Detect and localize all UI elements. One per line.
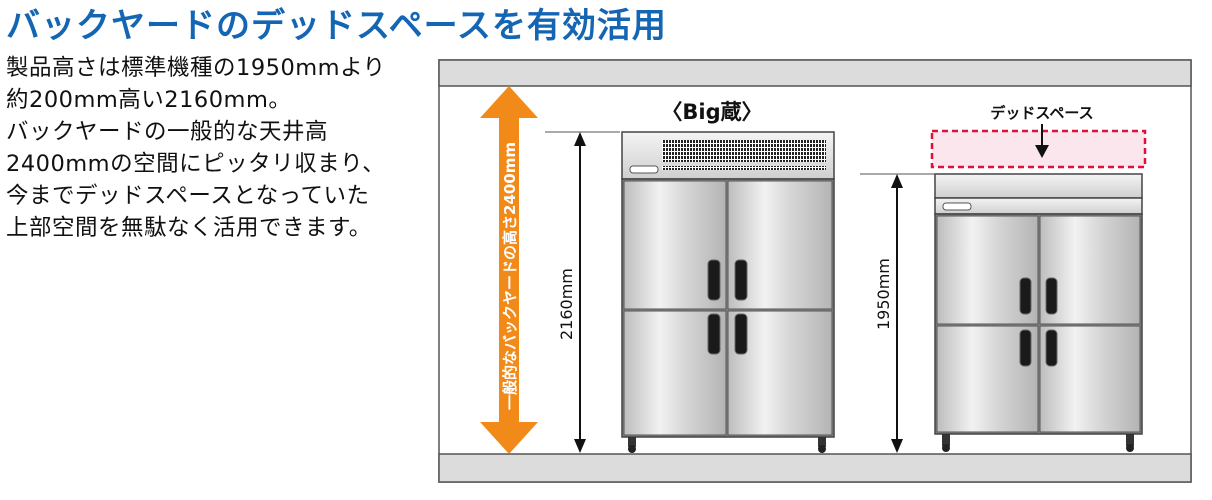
handle: [1019, 277, 1032, 315]
ceiling-height-arrow: 一般的なバックヤードの高さ2400mm: [480, 86, 538, 454]
page-title: バックヤードのデッドスペースを有効活用: [6, 6, 667, 46]
handle: [707, 313, 721, 355]
floor-band: [438, 453, 1192, 483]
vent-grille: [662, 140, 826, 162]
control-display: [942, 202, 972, 211]
handle: [734, 259, 748, 301]
control-display: [629, 165, 659, 174]
description-line: 今までデッドスペースとなっていた: [6, 183, 370, 209]
dead-space: デッドスペース: [930, 104, 1147, 169]
description-line: 約200mm高い2160mm。: [6, 87, 292, 113]
big-fridge: [621, 131, 835, 453]
standard-height-dimension: 1950mm: [860, 173, 935, 453]
handle: [734, 313, 748, 355]
standard-height-label: 1950mm: [874, 258, 893, 330]
description-line: 製品高さは標準機種の1950mmより: [6, 55, 386, 81]
description-line: バックヤードの一般的な天井高: [6, 119, 329, 145]
ceiling-height-label: 一般的なバックヤードの高さ2400mm: [501, 142, 519, 410]
standard-fridge-top-panel: [934, 173, 1143, 199]
big-height-label: 2160mm: [557, 268, 576, 340]
big-model-title: 〈Big蔵〉: [661, 100, 762, 124]
handle: [1019, 329, 1032, 367]
handle: [1045, 329, 1058, 367]
dead-space-label: デッドスペース: [990, 104, 1093, 122]
handle: [707, 259, 721, 301]
description: 製品高さは標準機種の1950mmより 約200mm高い2160mm。 バックヤー…: [6, 52, 438, 244]
standard-fridge: [934, 173, 1143, 452]
big-height-dimension: 2160mm: [545, 131, 620, 453]
description-line: 2400mmの空間にピッタリ収まり、: [6, 151, 386, 177]
description-line: 上部空間を無駄なく活用できます。: [6, 215, 372, 241]
handle: [1045, 277, 1058, 315]
ceiling-band: [438, 59, 1192, 87]
